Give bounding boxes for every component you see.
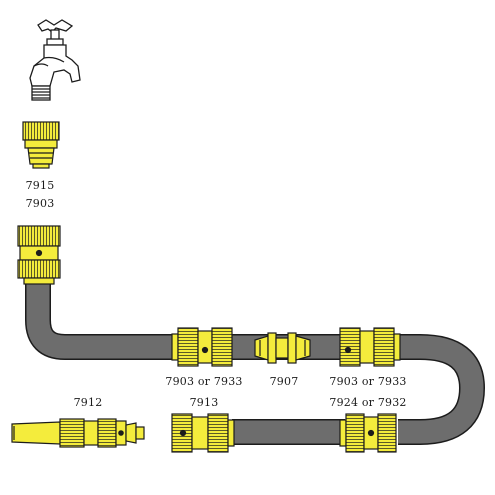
connector-right-mid	[339, 327, 401, 367]
label-connector-left-mid: 7903 or 7933	[165, 375, 243, 388]
label-hose-joiner: 7907	[269, 375, 299, 388]
spray-nozzle-fitting	[11, 418, 145, 448]
garden-tap-icon	[29, 19, 81, 101]
label-hose-end-connector: 7903	[25, 197, 55, 210]
connector-bottom-right	[339, 413, 397, 453]
hose-joiner-fitting	[254, 332, 311, 364]
label-connector-right-mid: 7903 or 7933	[329, 375, 407, 388]
connector-bottom-left	[171, 413, 235, 453]
hose-end-connector-vertical	[17, 225, 61, 285]
label-connector-bottom-left: 7913	[189, 396, 219, 409]
label-connector-bottom-right: 7924 or 7932	[329, 396, 407, 409]
tap-adaptor-fitting	[22, 121, 60, 169]
label-nozzle: 7912	[73, 396, 103, 409]
connector-left-mid	[171, 327, 233, 367]
label-tap-adaptor: 7915	[25, 179, 55, 192]
